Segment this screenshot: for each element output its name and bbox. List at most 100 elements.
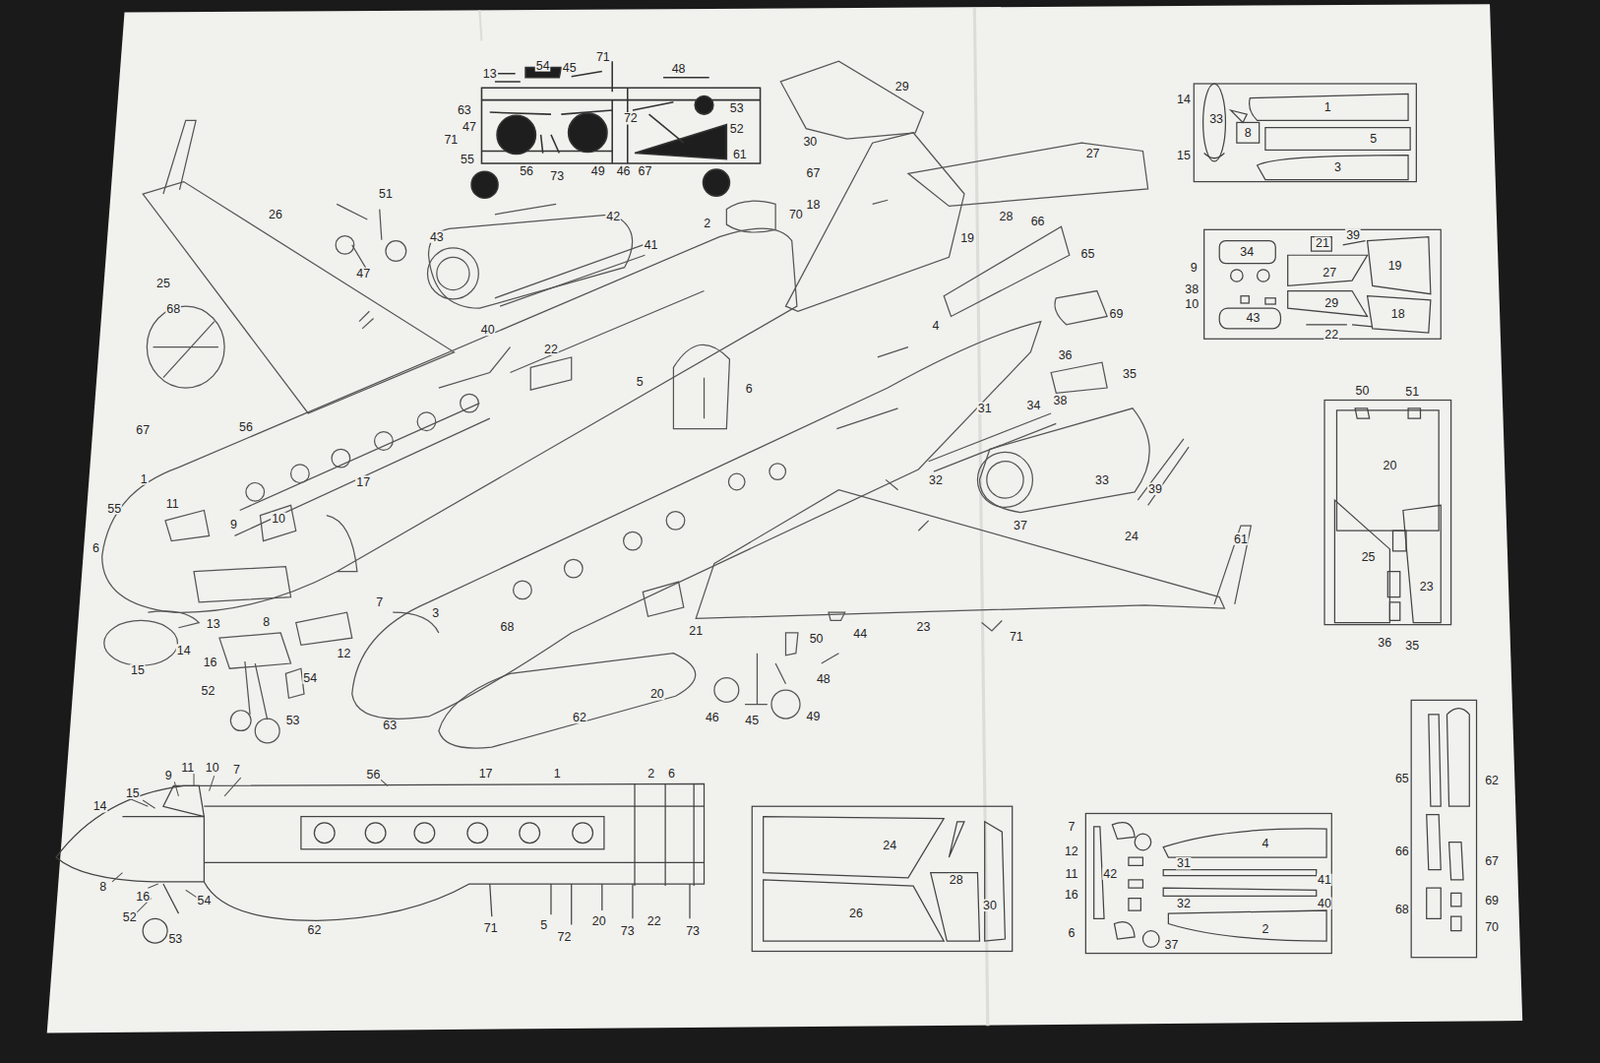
callout-number: 14 (1175, 92, 1192, 105)
callout-number: 2 (646, 767, 656, 780)
illustration-line (291, 464, 310, 484)
illustration-line (1230, 269, 1243, 282)
callout-number: 1 (1323, 101, 1333, 114)
illustration-line (374, 431, 394, 451)
callout-number: 46 (704, 711, 721, 724)
callout-number: 6 (667, 767, 677, 780)
callout-number: 53 (729, 102, 745, 115)
illustration-line (702, 169, 730, 196)
callout-number: 26 (267, 208, 284, 221)
callout-number: 71 (595, 51, 612, 63)
callout-number: 8 (261, 615, 271, 627)
callout-number: 52 (729, 122, 745, 134)
illustration-line (1387, 530, 1407, 620)
illustration-line (943, 226, 1070, 316)
callout-number: 54 (535, 59, 552, 71)
illustration-line (385, 241, 407, 262)
illustration-line (751, 805, 1012, 951)
callout-number: 49 (805, 710, 822, 723)
callout-number: 9 (1189, 260, 1199, 273)
illustration-line (623, 531, 643, 551)
callout-number: 1 (553, 767, 562, 780)
callout-number: 34 (1026, 398, 1043, 411)
callout-number: 62 (1483, 774, 1500, 787)
illustration-line (146, 306, 225, 388)
illustration-line (219, 612, 353, 669)
callout-number: 20 (649, 687, 666, 700)
callout-number: 51 (377, 187, 394, 200)
callout-number: 6 (91, 542, 101, 554)
callout-number: 30 (801, 135, 818, 148)
illustration-line (163, 883, 690, 924)
callout-number: 13 (205, 616, 222, 629)
illustration-line (836, 347, 909, 430)
callout-number: 28 (998, 210, 1015, 223)
illustration-line (1085, 812, 1332, 953)
callout-number: 32 (927, 473, 944, 486)
illustration-line (471, 171, 498, 198)
callout-number: 7 (232, 763, 242, 776)
callout-number: 42 (1102, 866, 1118, 879)
illustration-line (568, 113, 608, 152)
illustration-line (429, 214, 633, 308)
callout-number: 48 (671, 61, 687, 74)
illustration-line (908, 142, 1149, 206)
callout-number: 29 (894, 80, 911, 93)
callout-number: 14 (176, 643, 192, 656)
callout-number: 71 (442, 133, 459, 146)
illustration-line (1305, 324, 1372, 327)
illustration-line (335, 236, 355, 255)
callout-number: 73 (549, 169, 565, 182)
callout-number: 52 (200, 684, 217, 697)
callout-number: 10 (204, 761, 221, 774)
callout-number: 7 (1066, 820, 1076, 833)
illustration-line (235, 403, 491, 537)
illustration-line (1204, 229, 1442, 339)
callout-number: 68 (498, 619, 515, 632)
callout-number: 67 (1483, 855, 1500, 867)
illustration-line (763, 816, 1006, 942)
illustration-line (428, 247, 480, 300)
callout-number: 25 (155, 277, 172, 290)
callout-number: 27 (1085, 146, 1102, 159)
callout-number: 62 (571, 711, 588, 724)
callout-number: 70 (1483, 920, 1500, 932)
illustration-line (634, 124, 727, 160)
callout-number: 16 (202, 656, 219, 669)
callout-number: 10 (1183, 298, 1200, 310)
illustration-line (165, 504, 297, 603)
illustration-line (47, 3, 1524, 1033)
callout-number: 61 (1232, 532, 1249, 545)
callout-number: 63 (456, 104, 473, 117)
callout-number: 24 (881, 838, 898, 851)
callout-number: 73 (619, 924, 636, 937)
callout-number: 5 (1368, 132, 1378, 145)
callout-number: 15 (1175, 148, 1192, 161)
callout-number: 12 (336, 646, 353, 659)
illustration-line (728, 473, 745, 491)
illustration-line (986, 461, 1024, 498)
callout-number: 66 (1394, 845, 1411, 858)
parts-frames (751, 83, 1477, 958)
callout-number: 35 (1121, 367, 1138, 379)
callout-number: 21 (687, 624, 704, 637)
illustration-line (1426, 814, 1464, 880)
illustration-line (112, 773, 388, 913)
callout-number: 46 (615, 165, 632, 178)
illustration-line (1050, 362, 1108, 393)
callout-number: 37 (1164, 938, 1180, 951)
illustration-line (460, 393, 480, 413)
callout-number: 19 (1387, 258, 1404, 271)
illustration-line (1230, 110, 1248, 123)
callout-number: 15 (124, 787, 141, 800)
callout-number: 22 (543, 342, 559, 355)
callout-number: 31 (1175, 857, 1192, 869)
callout-number: 45 (561, 61, 578, 73)
callout-number: 53 (167, 932, 184, 945)
illustration-line (331, 448, 351, 468)
illustration-line (885, 479, 929, 531)
callout-number: 34 (1238, 246, 1255, 258)
callout-number: 71 (483, 921, 499, 933)
callout-number: 17 (355, 475, 371, 488)
